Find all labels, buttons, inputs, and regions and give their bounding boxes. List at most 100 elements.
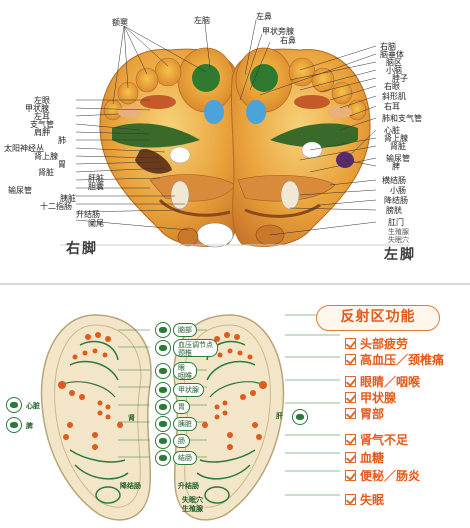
legend-label-9: 失眠 <box>360 493 385 507</box>
legend-title: 反射区功能 <box>316 305 440 331</box>
insole-illustration <box>40 314 340 521</box>
legend-item-4: 甲状腺 <box>345 389 396 406</box>
legend-label-1: 头部疲劳 <box>360 337 409 351</box>
callout-kidney: 肾 <box>128 414 135 422</box>
legend-label-8: 便秘／肠炎 <box>360 469 421 483</box>
brain-badge <box>155 322 171 338</box>
legend-item-9: 失眠 <box>345 491 384 508</box>
spleen-badge <box>6 417 22 433</box>
label-descending-colon: 降结肠 <box>384 196 408 205</box>
label-trapezius: 斜形肌 <box>382 92 406 101</box>
callout-eye-throat: 眼 咽喉 <box>173 362 197 380</box>
label-lung-trachea: 肺和支气管 <box>382 114 422 123</box>
corner-note: 生殖腺 失眠穴 <box>388 228 409 244</box>
colon-badge <box>155 450 171 466</box>
feet-illustration <box>60 19 410 248</box>
label-spleen: 脾 <box>392 162 400 171</box>
label-solar-plexus: 太阳神经丛 <box>4 144 44 153</box>
insole-reflex-panel: 脑部 血压调节点 颈椎 眼 咽喉 甲状腺 胃 胰脏 肠 结肠 肾 降结肠 升结肠… <box>0 283 470 528</box>
label-duodenum: 十二指肠 <box>40 202 72 211</box>
label-left-nose: 左鼻 <box>256 12 272 21</box>
label-pituitary: 脑垂体 <box>380 50 404 59</box>
right-foot <box>99 47 240 248</box>
check-icon <box>345 376 356 387</box>
label-kidney-right: 肾脏 <box>390 142 406 151</box>
callout-pancreas: 胰脏 <box>173 417 197 431</box>
kidney-badge <box>155 416 171 432</box>
label-liver: 肝脏 <box>88 174 104 183</box>
callout-insomnia: 失眠穴 <box>182 496 203 504</box>
callout-spleen: 脾 <box>26 422 33 430</box>
check-icon <box>345 434 356 445</box>
legend-item-7: 血糖 <box>345 449 384 466</box>
check-icon <box>345 470 356 481</box>
label-ureter: 输尿管 <box>8 186 32 195</box>
legend-label-2: 高血压／颈椎痛 <box>360 353 445 367</box>
label-right-eye: 右眼 <box>384 82 400 91</box>
stomach-badge <box>155 399 171 415</box>
label-shoulder: 肩胛 <box>34 128 50 137</box>
corner-note-line-1: 生殖腺 <box>388 228 409 236</box>
liver-badge <box>292 409 308 425</box>
label-brain-area: 脑区 <box>386 58 402 67</box>
callout-throat: 咽喉 <box>178 372 192 380</box>
legend-label-4: 甲状腺 <box>360 391 397 405</box>
check-icon <box>345 494 356 505</box>
eye-badge <box>155 363 171 379</box>
check-icon <box>345 408 356 419</box>
right-foot-title: 右脚 <box>66 241 98 257</box>
label-sinus: 额窦 <box>112 18 128 27</box>
label-trachea: 支气管 <box>30 120 54 129</box>
label-right-nose: 右鼻 <box>280 36 296 45</box>
label-ureter-right: 输尿管 <box>386 154 410 163</box>
label-thyroid: 甲状腺 <box>25 104 49 113</box>
legend-label-5: 胃部 <box>360 407 385 421</box>
corner-note-line-2: 失眠穴 <box>388 236 409 244</box>
label-bladder: 膀胱 <box>386 206 402 215</box>
callout-reproduct: 生殖腺 <box>182 505 203 513</box>
label-pancreas: 胰脏 <box>60 194 76 203</box>
label-lung: 肺 <box>58 136 66 145</box>
legend-item-2: 高血压／颈椎痛 <box>345 351 444 368</box>
left-foot-title: 左脚 <box>384 247 416 263</box>
label-left-eye: 左眼 <box>34 96 50 105</box>
callout-ascending: 升结肠 <box>178 482 199 490</box>
label-right-ear: 右耳 <box>384 102 400 111</box>
reflex-dots <box>58 332 267 450</box>
callout-colon: 结肠 <box>173 451 197 465</box>
label-stomach: 胃 <box>58 160 66 169</box>
label-left-brain: 左脑 <box>194 16 210 25</box>
label-right-brain: 右脑 <box>380 42 396 51</box>
callout-liver: 肝 <box>276 412 283 420</box>
callout-stomach: 胃 <box>173 400 190 414</box>
label-appendix: 阑尾 <box>88 219 104 228</box>
label-adrenal-right: 肾上腺 <box>384 134 408 143</box>
legend-label-7: 血糖 <box>360 451 385 465</box>
heart-badge <box>6 397 22 413</box>
label-anus: 肛门 <box>388 218 404 227</box>
callout-brain: 脑部 <box>173 323 197 337</box>
legend-item-1: 头部疲劳 <box>345 335 408 352</box>
label-ascending-colon: 升结肠 <box>76 210 100 219</box>
legend-label-3: 眼睛／咽喉 <box>360 375 421 389</box>
callout-descending: 降结肠 <box>120 482 141 490</box>
label-cerebellum: 小脑 <box>386 66 402 75</box>
foot-reflexology-chart: 额窦 左脑 左鼻 甲状旁腺 右鼻 左眼 甲状腺 左耳 支气管 肩胛 肺 太阳神经… <box>4 12 422 263</box>
callout-heart: 心脏 <box>26 402 40 410</box>
callout-eye: 眼 <box>178 364 185 372</box>
check-icon <box>345 354 356 365</box>
thyroid-badge <box>155 382 171 398</box>
label-kidney: 肾脏 <box>38 168 54 177</box>
legend-item-3: 眼睛／咽喉 <box>345 373 420 390</box>
check-icon <box>345 338 356 349</box>
label-adrenal: 肾上腺 <box>34 152 58 161</box>
legend-item-6: 肾气不足 <box>345 431 408 448</box>
check-icon <box>345 452 356 463</box>
label-neck: 脖子 <box>392 74 408 83</box>
intestine-badge <box>155 433 171 449</box>
legend-item-8: 便秘／肠炎 <box>345 467 420 484</box>
legend-item-5: 胃部 <box>345 405 384 422</box>
legend-label-6: 肾气不足 <box>360 433 409 447</box>
cervical-badge <box>155 340 171 356</box>
callout-cervical: 颈椎 <box>178 349 192 357</box>
